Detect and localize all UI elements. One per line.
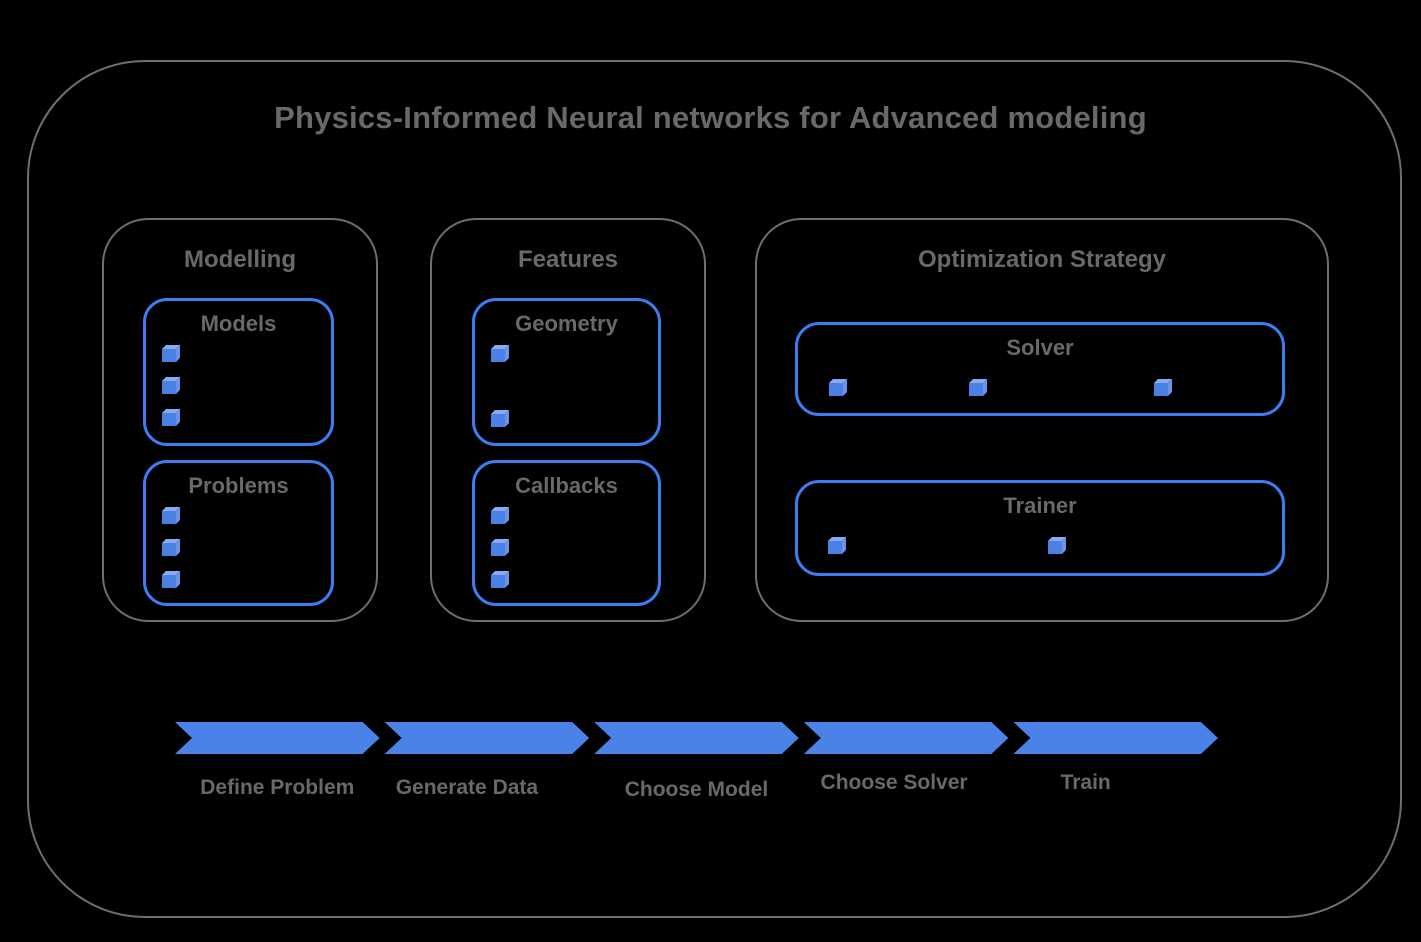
cube-bullet-icon xyxy=(162,413,176,426)
section-title: Features xyxy=(517,246,619,273)
process-arrow-segment xyxy=(594,722,799,754)
cube-bullet-icon xyxy=(162,543,176,556)
cube-bullet-icon xyxy=(491,575,505,588)
process-arrow xyxy=(175,722,1218,754)
bullet-list xyxy=(491,349,505,427)
cube-bullet-icon xyxy=(162,511,176,524)
process-step-label: Choose Model xyxy=(624,778,769,801)
bullet-list xyxy=(798,541,1282,554)
process-step-label: Generate Data xyxy=(395,776,539,799)
card-title: Trainer xyxy=(1003,493,1077,518)
card-title: Geometry xyxy=(515,311,618,336)
process-arrow-segment xyxy=(1013,722,1218,754)
bullet-list xyxy=(798,383,1282,396)
cube-bullet-icon xyxy=(491,414,505,427)
cube-bullet-icon xyxy=(491,349,505,362)
card-solver: Solver xyxy=(795,322,1285,416)
process-step-label: Define Problem xyxy=(200,776,355,799)
outer-frame xyxy=(27,60,1402,918)
process-arrow-segment xyxy=(175,722,380,754)
section-title: Modelling xyxy=(184,246,296,273)
process-arrow-segment xyxy=(385,722,590,754)
cube-bullet-icon xyxy=(162,575,176,588)
process-step-labels: Define Problem Generate Data Choose Model C… xyxy=(175,770,1218,801)
section-optimization-strategy: Optimization Strategy Solver Trainer xyxy=(755,218,1329,622)
card-title: Models xyxy=(200,311,277,336)
bullet-list xyxy=(491,511,505,588)
section-modelling: Modelling Models Problems xyxy=(102,218,378,622)
card-title: Callbacks xyxy=(515,473,618,498)
card-trainer: Trainer xyxy=(795,480,1285,576)
process-step-label: Choose Solver xyxy=(820,771,968,794)
card-models: Models xyxy=(143,298,334,446)
bullet-list xyxy=(162,511,176,588)
card-title: Problems xyxy=(188,473,289,498)
card-title: Solver xyxy=(1006,335,1074,360)
cube-bullet-icon xyxy=(491,511,505,524)
cube-bullet-icon xyxy=(829,383,843,396)
bullet-list xyxy=(162,349,176,426)
card-problems: Problems xyxy=(143,460,334,606)
process-arrow-segment xyxy=(804,722,1009,754)
cube-bullet-icon xyxy=(828,541,842,554)
process-step-label: Train xyxy=(1060,771,1111,794)
card-geometry: Geometry xyxy=(472,298,661,446)
cube-bullet-icon xyxy=(491,543,505,556)
cube-bullet-icon xyxy=(162,381,176,394)
cube-bullet-icon xyxy=(162,349,176,362)
page-title: Physics-Informed Neural networks for Adv… xyxy=(274,100,1147,135)
cube-bullet-icon xyxy=(1154,383,1168,396)
cube-bullet-icon xyxy=(969,383,983,396)
card-callbacks: Callbacks xyxy=(472,460,661,606)
cube-bullet-icon xyxy=(1048,541,1062,554)
section-title: Optimization Strategy xyxy=(917,246,1167,273)
section-features: Features Geometry Callbacks xyxy=(430,218,706,622)
